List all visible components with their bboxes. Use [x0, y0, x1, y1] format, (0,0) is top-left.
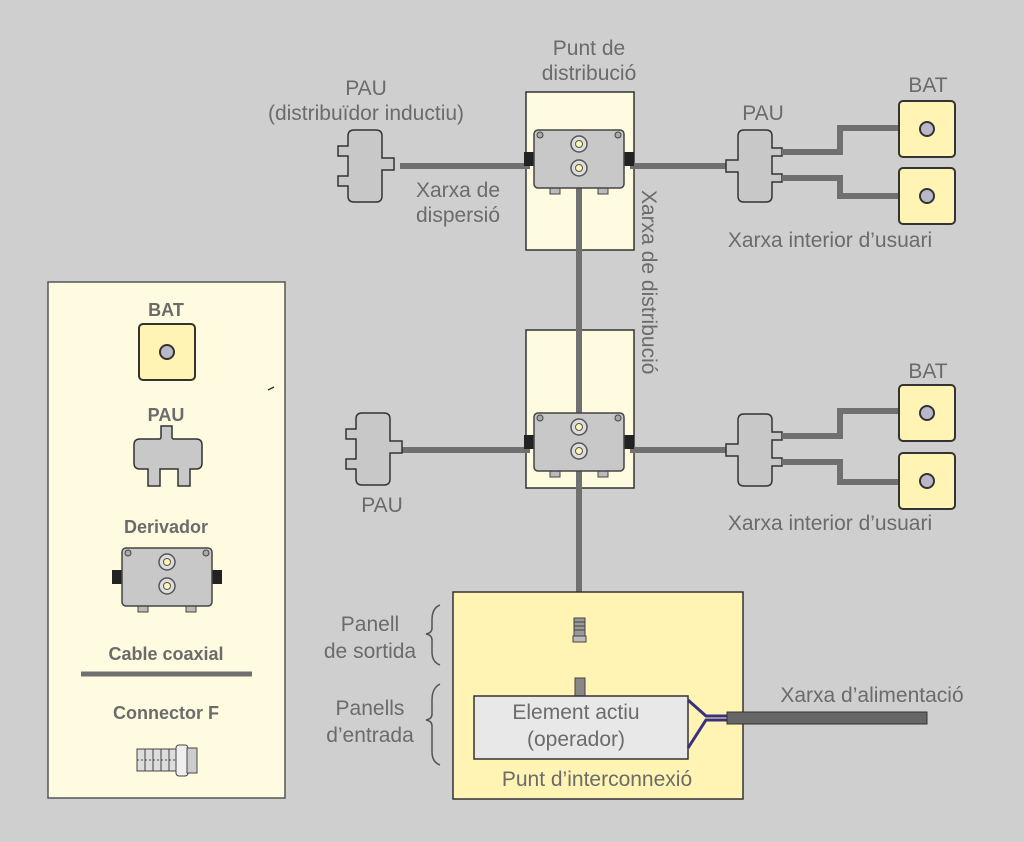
middle-bat-2-icon [898, 452, 956, 510]
power-network-label: Xarxa d’alimentació [780, 684, 963, 707]
power-wire-2 [686, 718, 728, 749]
middle-derivador-icon [523, 412, 635, 478]
middle-left-pau-label: PAU [361, 494, 403, 517]
top-distribution-point-label-1: Punt de [553, 37, 625, 60]
top-bat-label: BAT [908, 74, 947, 97]
middle-user-cable-1 [782, 408, 900, 439]
legend-coax-label: Cable coaxial [108, 644, 223, 664]
top-derivador-icon [523, 129, 635, 195]
legend-pau-label: PAU [148, 405, 185, 425]
legend-connector-f-icon [136, 744, 198, 777]
top-left-pau-label: PAU [345, 77, 387, 100]
middle-user-network-label: Xarxa interior d’usuari [728, 512, 932, 535]
top-user-network-label: Xarxa interior d’usuari [728, 229, 932, 252]
active-element-label-1: Element actiu [512, 701, 639, 724]
legend-connector-label: Connector F [113, 703, 219, 723]
output-panel-brace [425, 604, 441, 666]
output-panel-label-1: Panell [341, 613, 399, 636]
distribution-network-label: Xarxa de distribució [637, 190, 660, 374]
legend-mark [267, 386, 275, 391]
top-bat-1-icon [898, 100, 956, 158]
top-left-pau-sublabel: (distribuïdor inductiu) [268, 102, 464, 125]
input-panel-label-1: Panells [336, 697, 405, 720]
legend-derivador-icon [111, 547, 223, 613]
top-bat-2-icon [898, 167, 956, 225]
legend-pau-icon [133, 425, 203, 487]
input-panel-brace [425, 683, 441, 766]
dispersion-network-label-1: Xarxa de [416, 179, 500, 202]
legend-derivador-label: Derivador [124, 517, 208, 537]
middle-left-pau-icon [345, 412, 403, 486]
top-user-cable-2 [782, 175, 900, 199]
top-user-cable-1 [782, 125, 900, 155]
active-element-box [473, 695, 689, 760]
top-right-pau-icon [725, 129, 783, 203]
middle-user-cable-2 [782, 459, 900, 485]
top-left-pau-icon [337, 129, 395, 203]
middle-bat-1-icon [898, 384, 956, 442]
dispersion-network-label-2: dispersió [416, 204, 500, 227]
legend-bat-icon [138, 323, 196, 381]
power-cable [726, 711, 928, 725]
interconnection-point-label: Punt d’interconnexió [502, 768, 692, 791]
output-f-connector-icon [572, 617, 587, 643]
active-element-label-2: (operador) [527, 728, 625, 751]
output-panel-label-2: de sortida [324, 640, 417, 663]
middle-right-pau-icon [725, 413, 783, 487]
top-right-pau-label: PAU [742, 102, 784, 125]
input-connector-icon [574, 677, 586, 697]
top-distribution-point-label-2: distribució [542, 62, 637, 85]
legend-bat-label: BAT [148, 300, 184, 320]
input-panel-label-2: d’entrada [326, 724, 414, 747]
power-wire-1 [687, 698, 728, 718]
legend: BAT PAU Derivador Cable coaxial Connecto… [47, 281, 286, 799]
middle-bat-label: BAT [908, 360, 947, 383]
